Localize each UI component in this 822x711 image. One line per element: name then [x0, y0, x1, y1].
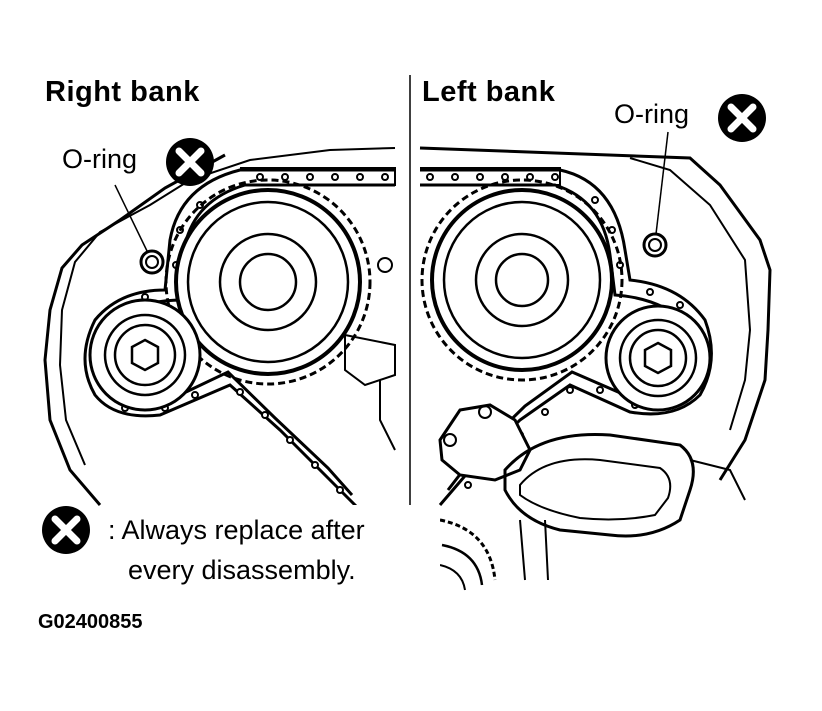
left-cam-sprocket	[420, 178, 624, 382]
right-lower-outline	[379, 380, 396, 451]
x-circle-icon-left	[718, 94, 766, 142]
right-lower-edge	[689, 459, 746, 501]
x-circle-icon-right	[166, 138, 214, 186]
left-lower-edge	[519, 519, 549, 581]
left-o-ring	[642, 232, 668, 258]
right-o-ring-leader	[114, 184, 149, 254]
left-idler-sprocket	[604, 304, 712, 412]
x-circle-icon	[42, 505, 440, 590]
right-idler-sprocket	[88, 298, 202, 412]
left-lower-inner	[519, 458, 672, 521]
right-housing-inner	[58, 147, 396, 466]
left-bank-label: Left bank	[422, 76, 556, 108]
left-o-ring-label: O-ring	[614, 99, 690, 129]
right-o-ring	[139, 249, 165, 275]
left-lower-housing	[503, 432, 695, 538]
right-bolt-hole	[377, 257, 393, 273]
right-cam-sprocket	[164, 178, 372, 386]
left-tensioner-bracket	[438, 403, 532, 482]
figure-code: G02400855	[38, 611, 143, 633]
right-bank-label: Right bank	[45, 76, 200, 108]
left-housing-outline	[419, 146, 772, 481]
right-housing-outline	[43, 153, 226, 506]
crank-sprocket	[439, 518, 497, 591]
left-housing-inner	[629, 157, 752, 431]
right-chain-outer	[83, 168, 395, 512]
left-chain-outer	[420, 168, 713, 506]
right-lower-guide	[344, 333, 396, 387]
legend-line-1: : Always replace after	[108, 515, 365, 545]
legend-line-2: every disassembly.	[128, 555, 356, 585]
right-o-ring-label: O-ring	[62, 144, 138, 174]
left-o-ring-leader	[655, 131, 669, 235]
